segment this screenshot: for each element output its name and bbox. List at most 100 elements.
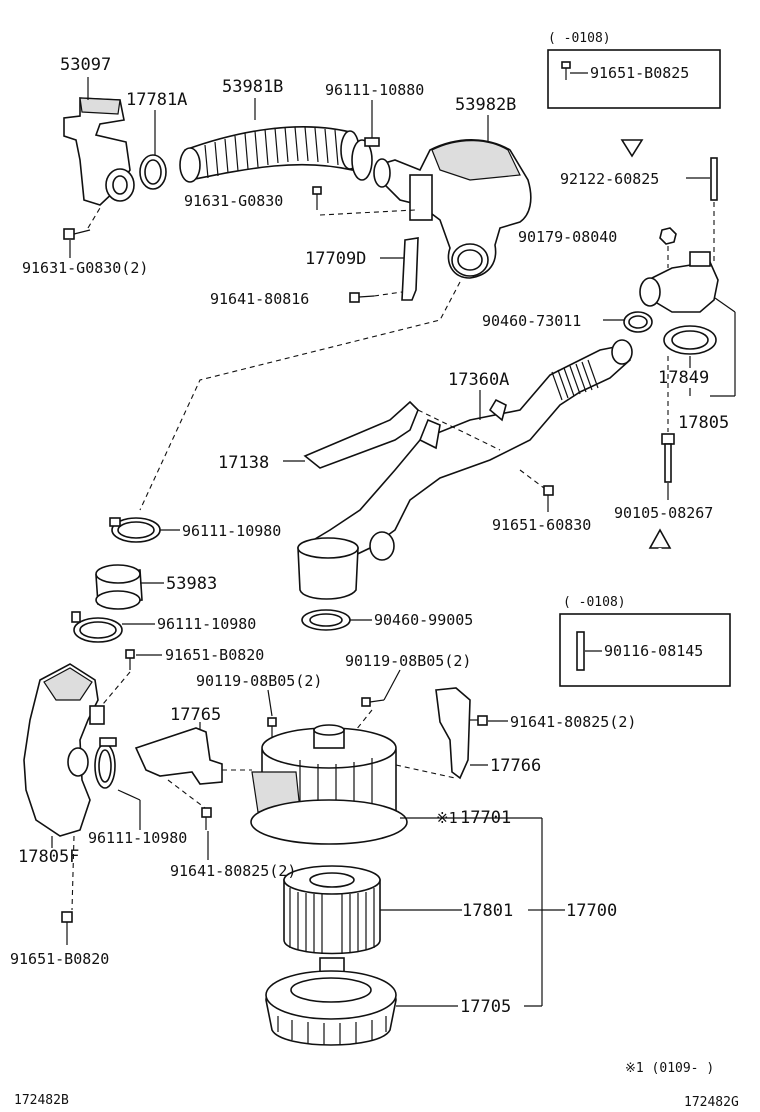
part-label: 90119-08B05(2) — [196, 672, 322, 690]
leader-line — [267, 689, 273, 717]
part-label: 17705 — [460, 997, 511, 1017]
part-label: 91641-80825(2) — [510, 713, 636, 731]
hose-clamp — [71, 611, 123, 643]
part-label: 92122-60825 — [560, 170, 659, 188]
hose-53983 — [95, 564, 143, 610]
part-label: 17360A — [448, 370, 509, 390]
part-label: 17766 — [490, 756, 541, 776]
gasket-90460-73011 — [623, 311, 653, 333]
dashed-guide — [519, 469, 545, 489]
bracket-17709D — [401, 237, 419, 301]
part-label: 53982B — [455, 95, 516, 115]
dashed-guide — [319, 209, 416, 216]
dashed-guide — [97, 671, 131, 711]
part-label: 91641-80816 — [210, 290, 309, 308]
dashed-guide — [87, 207, 101, 229]
part-label: 91651-B0820 — [10, 950, 109, 968]
stud-icon — [576, 631, 585, 671]
diagram-code-left: 172482B — [14, 1093, 69, 1108]
part-label: 91651-60830 — [492, 516, 591, 534]
part-label-top-box: 91651-B0825 — [590, 64, 689, 82]
part-label: 96111-10980 — [182, 522, 281, 540]
bracket-17765 — [134, 727, 223, 785]
part-label: 17765 — [170, 705, 221, 725]
part-label: 90119-08B05(2) — [345, 652, 471, 670]
bolt-icon — [470, 715, 488, 726]
dashed-guide — [71, 835, 75, 911]
dashed-guide — [373, 291, 403, 297]
part-label: 96111-10980 — [157, 615, 256, 633]
long-bolt-icon — [661, 433, 675, 483]
part-label: 90460-99005 — [374, 611, 473, 629]
footnote: ※1 (0109- ) — [625, 1061, 714, 1076]
stud-icon — [710, 157, 718, 201]
nut-icon — [659, 227, 677, 245]
gasket-90460-99005 — [301, 609, 351, 631]
part-label: 17849 — [658, 368, 709, 388]
bolt-icon — [61, 911, 73, 934]
part-label: 17801 — [462, 901, 513, 921]
dashed-guide — [355, 709, 373, 731]
leader-line — [383, 669, 401, 701]
bolt-icon — [361, 697, 385, 707]
arrow-down-icon — [620, 110, 644, 158]
dashed-guide — [417, 409, 501, 451]
bolt-icon — [312, 186, 322, 210]
bracket-17766 — [435, 687, 471, 780]
part-label: 17709D — [305, 249, 366, 269]
part-label: 17781A — [126, 90, 187, 110]
part-label: 91631-G0830 — [184, 192, 283, 210]
part-label: 53981B — [222, 77, 283, 97]
leader-line — [714, 297, 736, 313]
gasket-17849 — [663, 325, 717, 355]
bolt-icon — [543, 485, 554, 512]
part-label: 91651-B0820 — [165, 646, 264, 664]
part-label: 17700 — [566, 901, 617, 921]
duct-17805F — [23, 663, 105, 837]
bracket-17138 — [303, 400, 419, 469]
bolt-icon — [125, 649, 135, 670]
part-label: 90179-08040 — [518, 228, 617, 246]
part-label: 90105-08267 — [614, 504, 713, 522]
bolt-icon — [561, 61, 571, 80]
hose-clamp-ring — [139, 154, 167, 190]
intake-pipe-17360A — [297, 339, 633, 600]
part-label: 91641-80825(2) — [170, 862, 296, 880]
part-label: 90460-73011 — [482, 312, 581, 330]
bolt-icon — [267, 717, 277, 738]
intake-hose-53981B — [179, 126, 360, 183]
part-label: 17805F — [18, 847, 79, 867]
part-label: 96111-10980 — [88, 829, 187, 847]
part-label: 53983 — [166, 574, 217, 594]
bottom-box-frame — [559, 613, 731, 687]
hose-clamp — [109, 517, 161, 543]
part-label: 96111-10880 — [325, 81, 424, 99]
part-label: 17701 — [460, 808, 511, 828]
part-label-bottom-box: 90116-08145 — [604, 642, 703, 660]
dashed-guide — [395, 764, 456, 779]
dashed-guide — [139, 281, 461, 511]
lower-case-17705 — [265, 957, 397, 1046]
arrow-up-icon — [648, 528, 672, 592]
bottom-box-note: ( -0108) — [563, 595, 626, 610]
leader-line — [117, 789, 141, 801]
bolt-icon — [63, 228, 91, 240]
part-label: 91631-G0830(2) — [22, 259, 148, 277]
note-mark: ※1 — [436, 809, 458, 827]
diagram-code-right: 172482G — [684, 1095, 739, 1110]
resonator-53097 — [63, 97, 135, 206]
top-box-frame — [547, 49, 721, 109]
air-cleaner-case-17701 — [250, 724, 408, 845]
bolt-icon — [349, 292, 375, 303]
part-label: 17138 — [218, 453, 269, 473]
part-label: 53097 — [60, 55, 111, 75]
air-duct-53982B — [373, 139, 532, 279]
part-label: 17805 — [678, 413, 729, 433]
top-box-note: ( -0108) — [548, 31, 611, 46]
hose-clamp — [94, 737, 117, 789]
filter-element-17801 — [283, 865, 381, 955]
bolt-icon — [201, 807, 212, 830]
dashed-guide — [167, 779, 206, 809]
throttle-adapter-17805 — [639, 251, 719, 313]
